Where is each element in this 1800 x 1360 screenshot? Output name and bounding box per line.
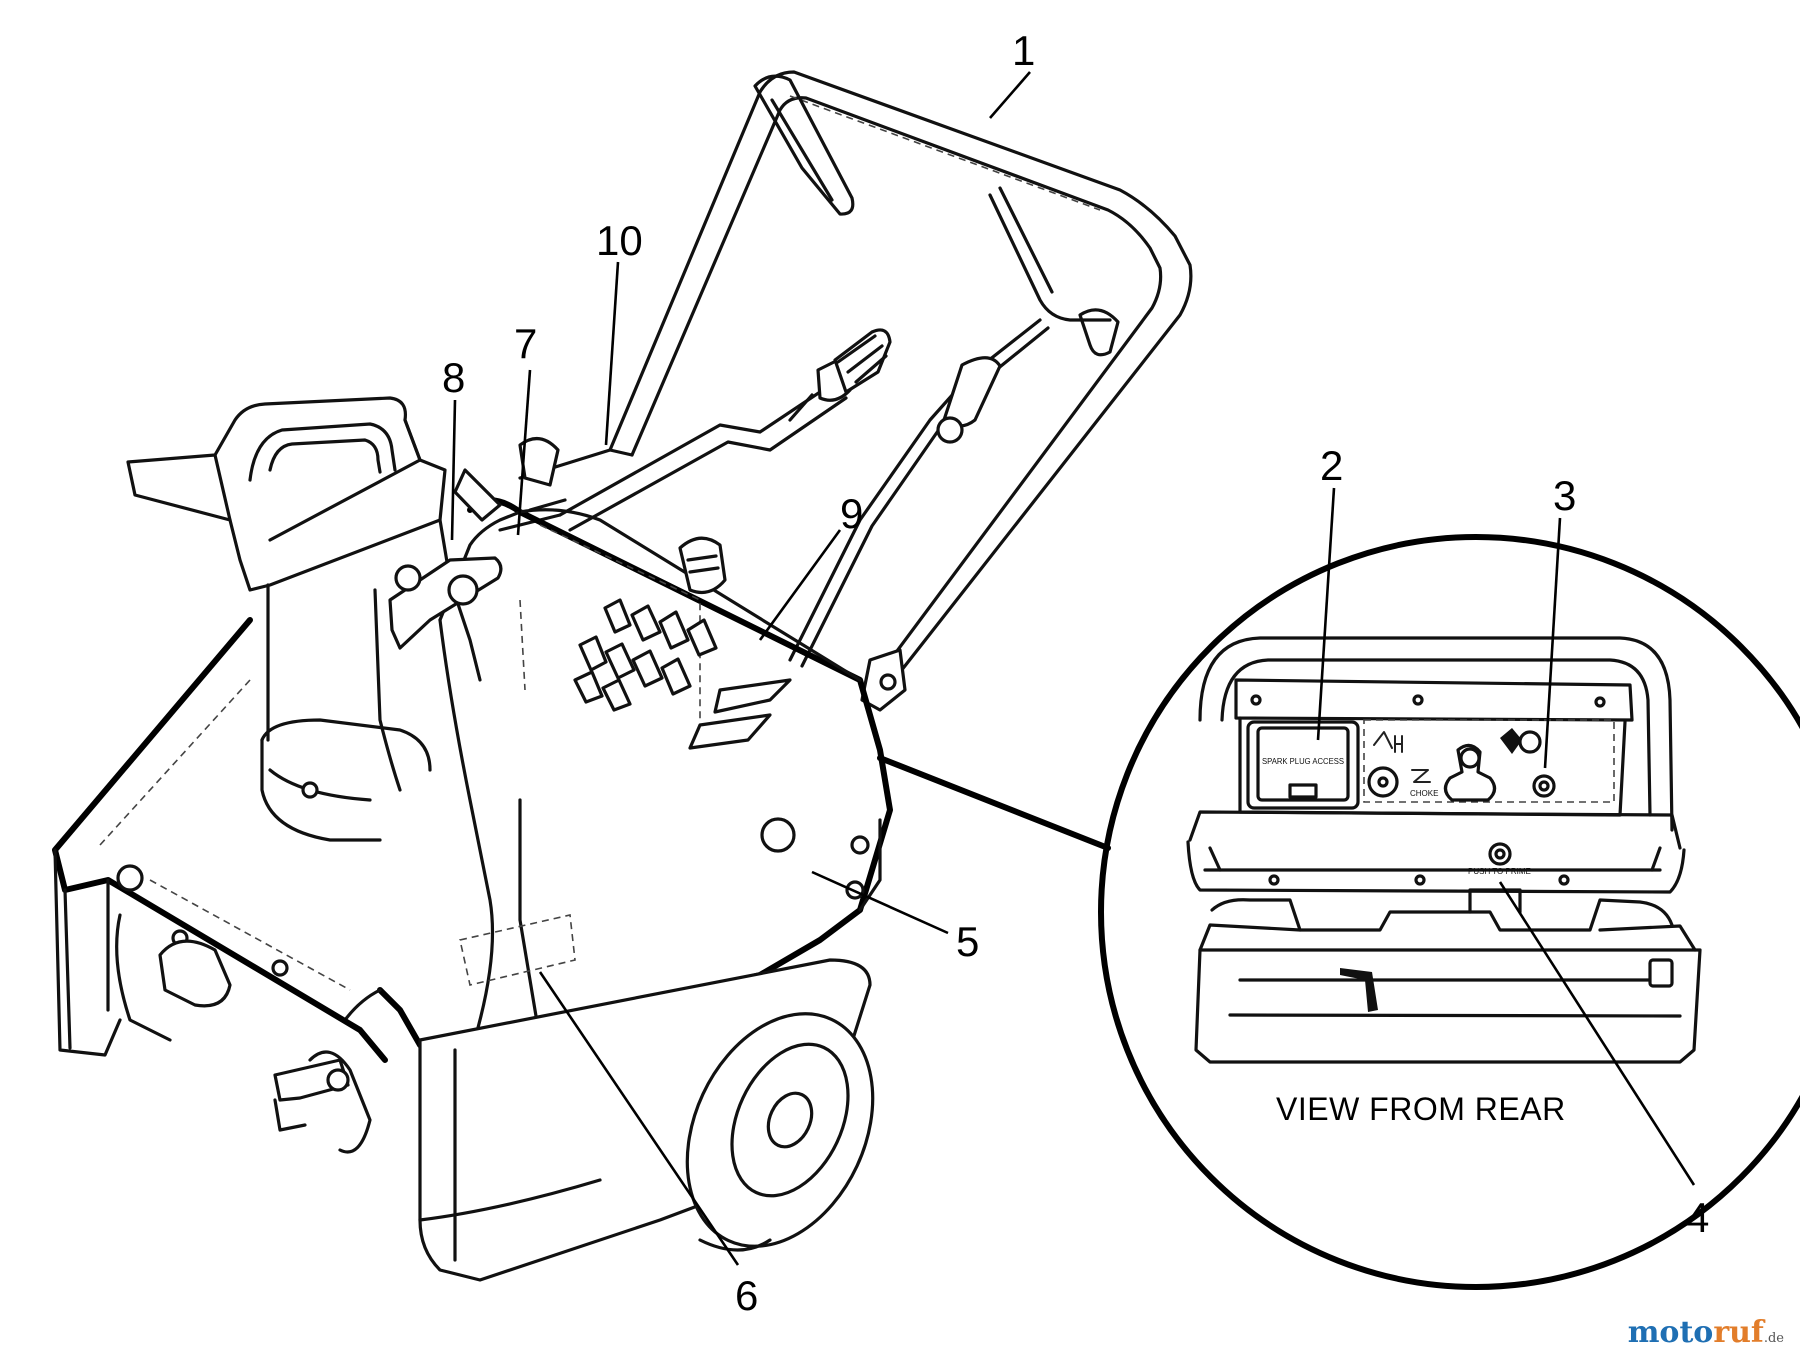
callout-10: 10 (596, 217, 643, 264)
handle-assembly (498, 70, 1193, 712)
callout-1: 1 (1012, 27, 1035, 74)
push-to-prime-label: PUSH TO PRIME (1468, 867, 1531, 876)
auger-housing (52, 617, 875, 1282)
callout-2: 2 (1320, 442, 1343, 489)
choke-label: CHOKE (1410, 789, 1438, 798)
callout-6: 6 (735, 1272, 758, 1319)
callout-7: 7 (514, 320, 537, 367)
callout-numbers: 1 2 3 4 5 6 7 8 9 10 (442, 27, 1709, 1319)
engine-shroud (343, 497, 893, 1100)
callout-8: 8 (442, 354, 465, 401)
leader-lines (450, 71, 1696, 1266)
shroud-vents (573, 598, 718, 712)
watermark-logo: motoruf.de (1628, 1315, 1784, 1350)
discharge-chute (126, 396, 560, 842)
inset-caption: VIEW FROM REAR (1276, 1091, 1566, 1127)
spark-plug-access-decal-text: SPARK PLUG ACCESS (1262, 757, 1344, 766)
callout-4: 4 (1686, 1194, 1709, 1241)
watermark-part2: ruf (1713, 1315, 1764, 1350)
watermark-part1: moto (1627, 1315, 1714, 1350)
callout-5: 5 (956, 918, 979, 965)
callout-3: 3 (1553, 472, 1576, 519)
rear-view-inset: SPARK PLUG ACCESS CHOKE PUSH TO PRIME (877, 534, 1800, 1290)
callout-9: 9 (840, 490, 863, 537)
watermark-suffix: .de (1763, 1331, 1784, 1346)
